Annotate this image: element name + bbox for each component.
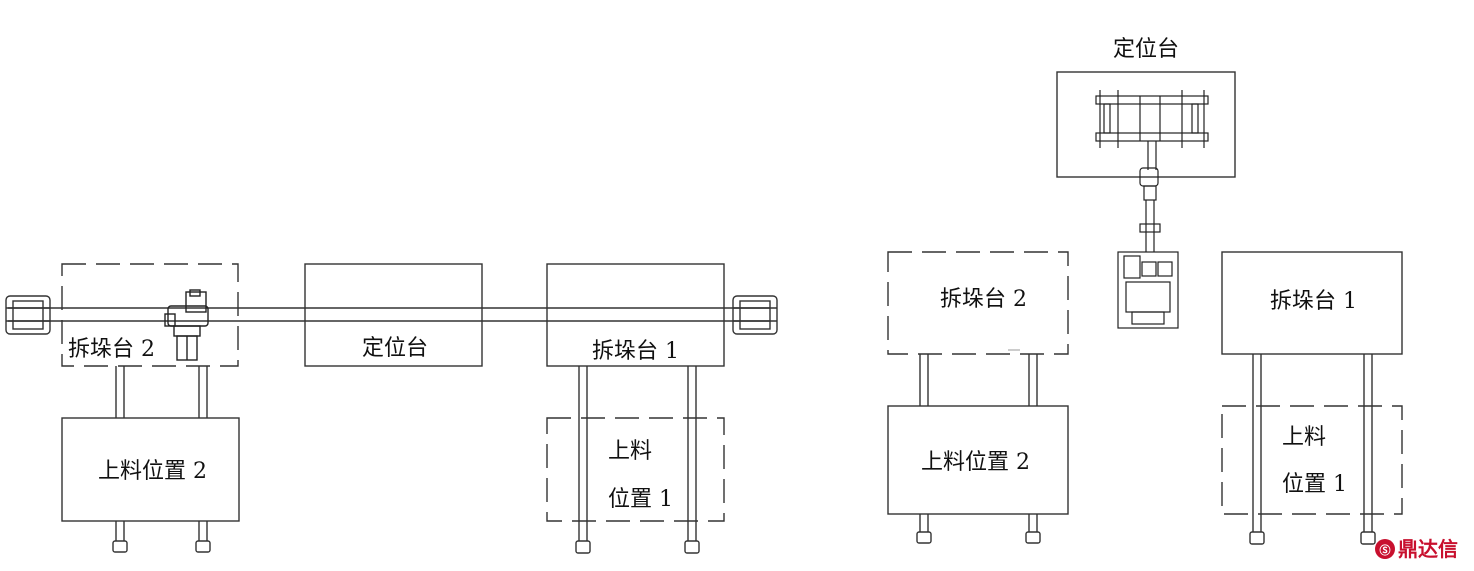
left-destack-station-1 — [546, 263, 725, 367]
left-destack-1-legs — [575, 366, 700, 554]
robot-arm-icon — [1117, 167, 1179, 329]
gantry-gripper-icon — [164, 289, 209, 361]
fixture-tooling-icon — [1095, 90, 1209, 170]
left-positioning-station — [304, 263, 483, 367]
right-destack-2-legs — [919, 354, 1038, 406]
left-load-1-label-line1: 上料 — [608, 439, 652, 464]
brand-watermark: Ⓢ 鼎达信 — [1375, 537, 1458, 561]
left-destack-station-2 — [61, 263, 239, 367]
right-layout — [887, 71, 1403, 545]
left-load-2-label: 上料位置 2 — [98, 459, 207, 484]
brand-logo-icon — [1375, 539, 1395, 559]
right-load-1-label-line1: 上料 — [1282, 425, 1326, 450]
right-destack-2-label: 拆垛台 2 — [940, 287, 1027, 312]
right-destack-station-2 — [887, 251, 1069, 355]
brand-logo-glyph: Ⓢ — [1380, 543, 1391, 557]
left-gantry-rail — [5, 295, 778, 335]
left-positioning-label: 定位台 — [362, 336, 428, 361]
right-load-2-label: 上料位置 2 — [921, 450, 1030, 475]
left-destack-1-label: 拆垛台 1 — [592, 339, 679, 364]
left-layout — [5, 263, 778, 554]
right-load-2-legs — [916, 514, 1041, 544]
left-destack-2-label: 拆垛台 2 — [68, 337, 155, 362]
left-load-position-1 — [546, 417, 725, 522]
right-destack-1-legs — [1249, 354, 1376, 545]
right-load-position-1 — [1221, 405, 1403, 515]
left-load-1-label-line2: 位置 1 — [608, 487, 673, 512]
left-load-position-2 — [61, 417, 240, 522]
right-load-1-label-line2: 位置 1 — [1282, 472, 1347, 497]
left-load-2-legs — [112, 521, 211, 553]
brand-watermark-text: 鼎达信 — [1398, 537, 1458, 561]
right-positioning-label: 定位台 — [1113, 37, 1179, 62]
right-positioning-station — [1056, 71, 1236, 178]
left-rail-endcap — [5, 295, 51, 335]
right-destack-station-1 — [1221, 251, 1403, 355]
right-rail-endcap — [732, 295, 778, 335]
left-destack-2-legs — [115, 366, 208, 418]
right-load-position-2 — [887, 405, 1069, 515]
right-destack-1-label: 拆垛台 1 — [1270, 289, 1357, 314]
